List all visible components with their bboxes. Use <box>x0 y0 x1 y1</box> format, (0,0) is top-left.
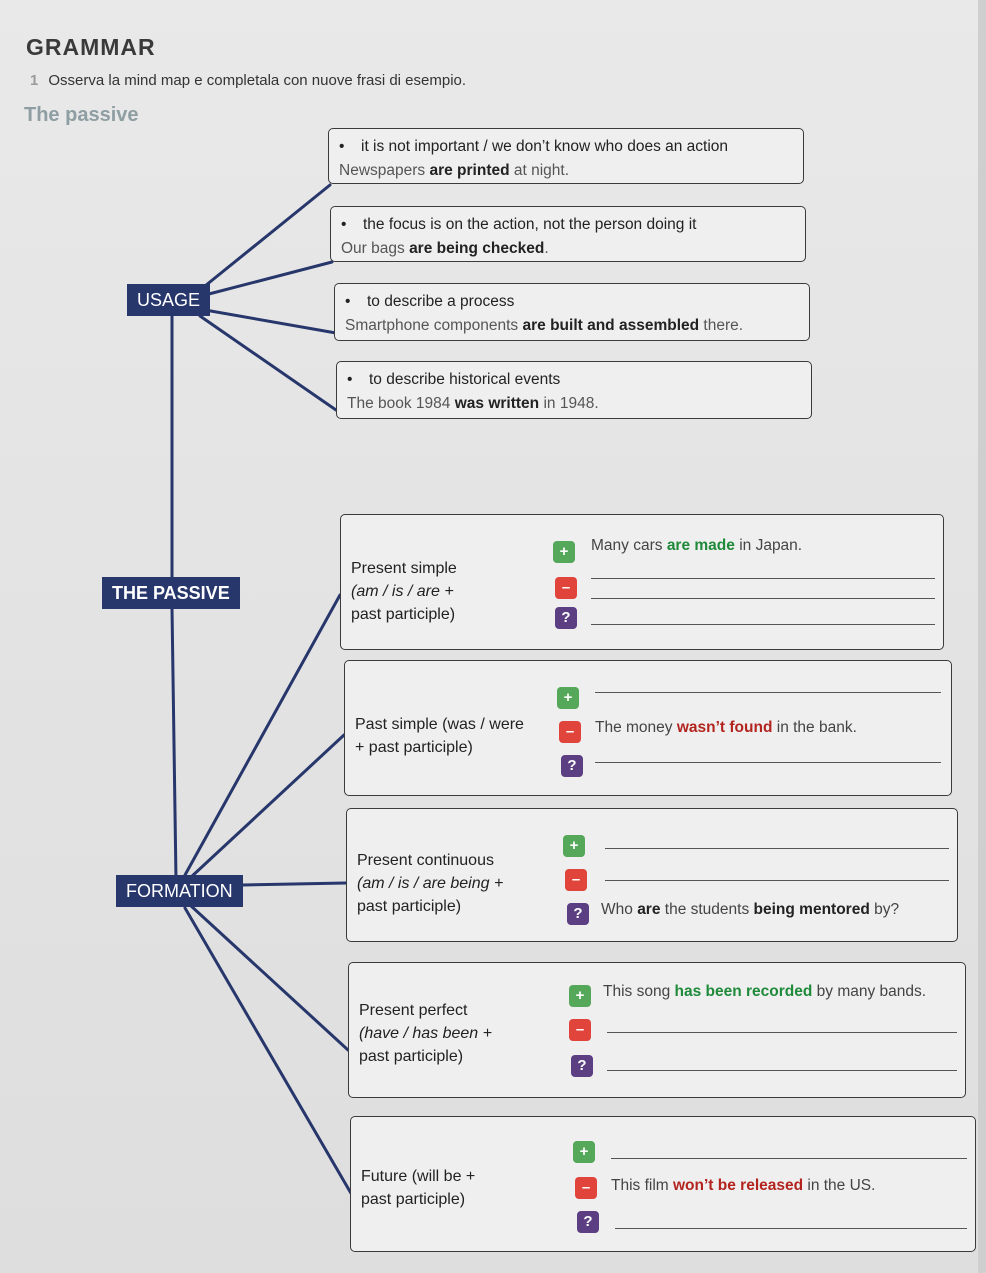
affirmative-answer-line[interactable] <box>595 671 941 693</box>
question-badge: ? <box>567 903 589 925</box>
question-badge: ? <box>555 607 577 629</box>
usage-box-1: •it is not important / we don’t know who… <box>328 128 804 184</box>
affirmative-badge: + <box>569 985 591 1007</box>
affirmative-answer-line[interactable] <box>605 827 949 849</box>
exercise-number: 1 <box>30 72 39 89</box>
formation-branch-4 <box>188 903 350 1052</box>
negative-badge: – <box>565 869 587 891</box>
usage-example: Newspapers are printed at night. <box>339 162 570 179</box>
affirmative-sentence: This song has been recorded by many band… <box>603 983 927 1000</box>
page-edge <box>978 0 986 1273</box>
usage-rule: •it is not important / we don’t know who… <box>339 138 729 155</box>
tense-label: Present perfect (have / has been + past … <box>359 1002 492 1065</box>
usage-box-3: •to describe a process Smartphone compon… <box>334 283 810 341</box>
tense-label: Present simple (am / is / are + past par… <box>351 560 457 623</box>
question-answer-line[interactable] <box>595 741 941 763</box>
usage-box-2: •the focus is on the action, not the per… <box>330 206 806 262</box>
exercise-instruction: 1 Osserva la mind map e completala con nu… <box>30 72 466 89</box>
usage-example: Our bags are being checked. <box>341 240 549 257</box>
affirmative-badge: + <box>557 687 579 709</box>
negative-answer-line[interactable] <box>605 859 949 881</box>
node-usage: USAGE <box>127 284 211 316</box>
question-answer-line[interactable] <box>591 603 935 625</box>
negative-answer-line[interactable] <box>591 577 935 599</box>
question-badge: ? <box>571 1055 593 1077</box>
usage-rule: •to describe a process <box>345 293 515 310</box>
negative-badge: – <box>575 1177 597 1199</box>
formation-branch-5 <box>183 906 354 1197</box>
usage-box-4: •to describe historical events The book … <box>336 361 812 419</box>
affirmative-badge: + <box>563 835 585 857</box>
negative-badge: – <box>559 721 581 743</box>
affirmative-answer-line[interactable] <box>591 557 935 579</box>
usage-branch-2 <box>203 260 334 297</box>
negative-sentence: This film won’t be released in the US. <box>611 1177 876 1194</box>
formation-box-future: Future (will be + past participle) + – T… <box>350 1116 976 1252</box>
tense-label: Present continuous (am / is / are being … <box>357 852 504 915</box>
usage-example: Smartphone components are built and asse… <box>345 317 744 334</box>
usage-example: The book 1984 was written in 1948. <box>347 395 599 412</box>
usage-rule: •the focus is on the action, not the per… <box>341 216 697 233</box>
question-badge: ? <box>577 1211 599 1233</box>
instruction-text: Osserva la mind map e completala con nuo… <box>48 72 467 89</box>
usage-branch-3 <box>203 308 338 335</box>
affirmative-badge: + <box>573 1141 595 1163</box>
formation-branch-1 <box>183 593 342 877</box>
section-title: GRAMMAR <box>26 34 156 60</box>
formation-box-past-simple: Past simple (was / were + past participl… <box>344 660 952 796</box>
affirmative-badge: + <box>553 541 575 563</box>
affirmative-sentence: Many cars are made in Japan. <box>591 537 803 554</box>
negative-answer-line[interactable] <box>607 1011 957 1033</box>
question-answer-line[interactable] <box>615 1207 967 1229</box>
negative-sentence: The money wasn’t found in the bank. <box>595 719 857 736</box>
page-subtitle: The passive <box>24 104 139 126</box>
usage-branch-4 <box>198 314 338 412</box>
trunk-line-lower <box>170 606 178 882</box>
usage-rule: •to describe historical events <box>347 371 561 388</box>
node-formation: FORMATION <box>116 875 243 907</box>
root-node-the-passive: THE PASSIVE <box>102 577 240 609</box>
negative-badge: – <box>555 577 577 599</box>
formation-branch-3 <box>241 881 348 887</box>
formation-box-present-continuous: Present continuous (am / is / are being … <box>346 808 958 942</box>
question-badge: ? <box>561 755 583 777</box>
formation-branch-2 <box>188 733 346 880</box>
formation-box-present-perfect: Present perfect (have / has been + past … <box>348 962 966 1098</box>
question-answer-line[interactable] <box>607 1049 957 1071</box>
usage-branch-1 <box>198 183 332 292</box>
question-sentence: Who are the students being mentored by? <box>601 901 900 918</box>
affirmative-answer-line[interactable] <box>611 1137 967 1159</box>
formation-box-present-simple: Present simple (am / is / are + past par… <box>340 514 944 650</box>
tense-label: Future (will be + past participle) <box>361 1168 476 1208</box>
tense-label: Past simple (was / were + past participl… <box>355 716 524 756</box>
negative-badge: – <box>569 1019 591 1041</box>
